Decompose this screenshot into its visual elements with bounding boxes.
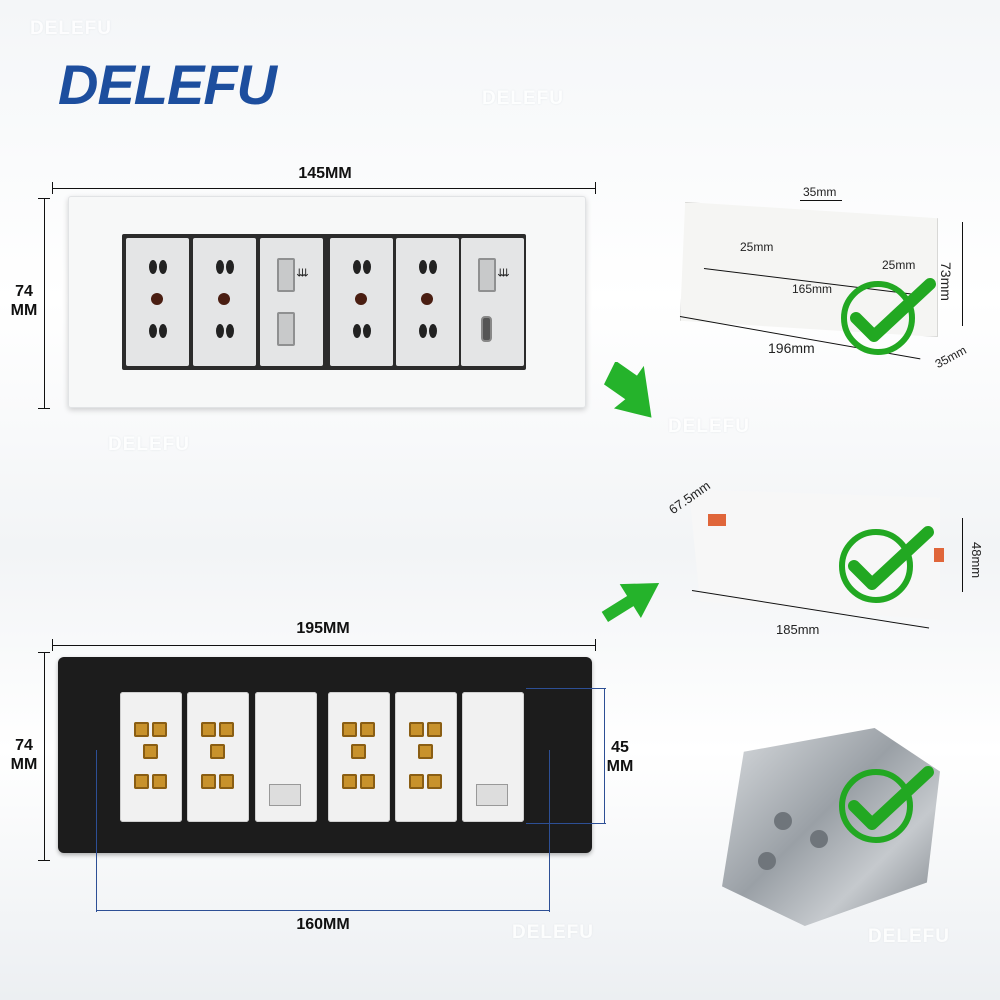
- module-height-unit: MM: [606, 758, 634, 775]
- front-height-tick: [38, 198, 50, 199]
- check-icon: [839, 766, 934, 843]
- socket-back-module: [120, 692, 182, 822]
- front-width-tick: [595, 182, 596, 194]
- module-height-bottom-line: [526, 823, 606, 824]
- front-height-line: [44, 198, 45, 408]
- box2-knockout: [934, 548, 944, 562]
- back-height-tick: [38, 860, 50, 861]
- mount-spacing-label: 160MM: [296, 916, 350, 933]
- back-height-unit: MM: [10, 756, 38, 773]
- metal-box-knockout: [758, 852, 776, 870]
- box1-height-line: [962, 222, 963, 326]
- brand-logo: DELEFU: [58, 52, 277, 117]
- watermark: DELEFU: [512, 922, 594, 943]
- back-width-label: 195MM: [296, 620, 350, 637]
- logo-text: DELEFU: [58, 53, 277, 116]
- box2-height-line: [962, 518, 963, 592]
- socket-module: [193, 238, 256, 366]
- arrow-icon: [601, 583, 660, 623]
- box1-height-label: 73mm: [938, 262, 954, 301]
- usb-icon: ⇶: [296, 267, 309, 278]
- usb-c-port: [481, 316, 492, 342]
- back-height-label: 74 MM: [4, 736, 44, 774]
- metal-box-knockout: [774, 812, 792, 830]
- module-height-top-line: [526, 688, 606, 689]
- back-width-line: [52, 645, 596, 646]
- back-width-tick: [52, 639, 53, 651]
- back-height-line: [44, 652, 45, 860]
- usb-icon: ⇶: [497, 267, 510, 278]
- box1-depth-label: 35mm: [932, 342, 969, 372]
- socket-back-module: [187, 692, 249, 822]
- front-height-value: 74: [15, 283, 33, 300]
- usb-module: ⇶: [260, 238, 323, 366]
- front-height-unit: MM: [10, 302, 38, 319]
- box1-length-label: 196mm: [768, 340, 815, 356]
- socket-module: [330, 238, 393, 366]
- arrow-icon: [603, 362, 652, 418]
- box1-right-gap-label: 25mm: [882, 258, 916, 272]
- front-width-tick: [52, 182, 53, 194]
- module-height-value: 45: [611, 739, 629, 756]
- box1-left-gap-label: 25mm: [740, 240, 774, 254]
- metal-box-knockout: [810, 830, 828, 848]
- usb-a-port: [277, 312, 295, 346]
- box1-inner-span-label: 165mm: [792, 282, 833, 296]
- usb-a-port: [277, 258, 295, 292]
- box2-height-label: 48mm: [969, 542, 984, 579]
- box2-length-label: 185mm: [776, 622, 820, 637]
- watermark: DELEFU: [868, 926, 950, 947]
- mount-spacing-line: [96, 910, 550, 911]
- box1-top-depth-line: [800, 200, 842, 201]
- back-height-value: 74: [15, 737, 33, 754]
- front-width-label: 145MM: [298, 165, 352, 182]
- front-height-label: 74 MM: [4, 282, 44, 320]
- watermark: DELEFU: [668, 416, 750, 437]
- module-height-label: 45 MM: [604, 738, 636, 776]
- socket-back-module: [328, 692, 390, 822]
- front-height-tick: [38, 408, 50, 409]
- front-width-line: [52, 188, 596, 189]
- check-icon: [841, 278, 936, 355]
- watermark: DELEFU: [108, 434, 190, 455]
- back-height-tick: [38, 652, 50, 653]
- watermark: DELEFU: [482, 88, 564, 109]
- watermark: DELEFU: [30, 18, 112, 39]
- box2-knockout: [708, 514, 726, 526]
- socket-module: [396, 238, 459, 366]
- socket-module: [126, 238, 189, 366]
- back-width-tick: [595, 639, 596, 651]
- usb-a-port: [478, 258, 496, 292]
- box1-top-depth-label: 35mm: [803, 185, 837, 199]
- usb-c-back-module: [462, 692, 524, 822]
- mount-hole-left-line: [96, 750, 97, 912]
- usb-c-module: ⇶: [461, 238, 524, 366]
- mount-hole-right-line: [549, 750, 550, 912]
- check-icon: [839, 526, 934, 603]
- usb-back-module: [255, 692, 317, 822]
- module-height-line: [604, 688, 605, 823]
- socket-back-module: [395, 692, 457, 822]
